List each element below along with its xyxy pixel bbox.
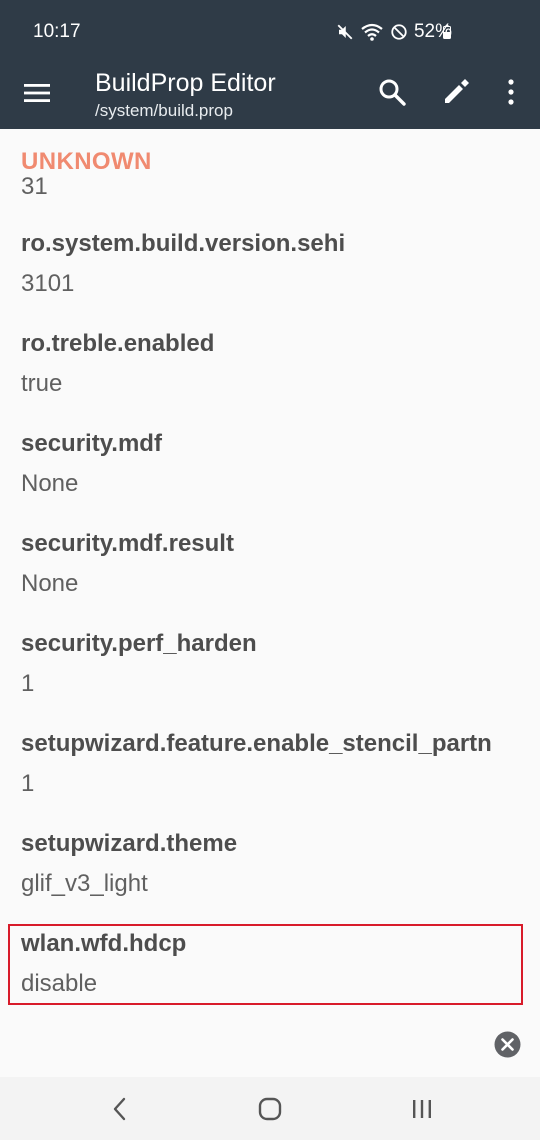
partial-prop-value: 31 <box>21 173 48 197</box>
prop-item[interactable]: setupwizard.theme glif_v3_light <box>0 829 540 921</box>
home-icon[interactable] <box>257 1096 283 1122</box>
prop-item[interactable]: security.mdf.result None <box>0 529 540 621</box>
prop-value: None <box>21 570 79 597</box>
prop-key: security.perf_harden <box>21 630 257 657</box>
edit-icon[interactable] <box>441 77 471 107</box>
close-icon[interactable] <box>494 1031 521 1058</box>
do-not-disturb-icon <box>391 24 407 40</box>
prop-value: 1 <box>21 770 35 797</box>
mute-icon <box>337 24 353 40</box>
prop-value: true <box>21 370 63 397</box>
app-title: BuildProp Editor <box>95 69 276 97</box>
prop-item[interactable]: setupwizard.feature.enable_stencil_partn… <box>0 729 540 821</box>
prop-key: setupwizard.theme <box>21 830 238 857</box>
prop-item-highlighted[interactable]: wlan.wfd.hdcp disable <box>0 929 540 1021</box>
battery-percentage: 52% <box>413 21 452 42</box>
search-icon[interactable] <box>378 78 406 106</box>
prop-key: security.mdf.result <box>21 530 234 557</box>
status-icons: 52% <box>330 20 452 44</box>
wifi-icon <box>361 23 383 41</box>
prop-value: glif_v3_light <box>21 870 148 897</box>
prop-value: disable <box>21 970 98 997</box>
prop-value: 1 <box>21 670 35 697</box>
prop-key: setupwizard.feature.enable_stencil_partn <box>21 730 492 757</box>
more-vert-icon[interactable] <box>499 78 523 106</box>
status-bar: 10:17 52% <box>0 0 540 56</box>
recents-icon[interactable] <box>409 1096 435 1122</box>
prop-key: ro.system.build.version.sehi <box>21 230 346 257</box>
app-bar: BuildProp Editor /system/build.prop <box>0 56 540 129</box>
prop-key: wlan.wfd.hdcp <box>21 930 187 957</box>
prop-value: 3101 <box>21 270 75 297</box>
navigation-bar <box>0 1077 540 1140</box>
prop-item[interactable]: security.mdf None <box>0 429 540 521</box>
prop-key: security.mdf <box>21 430 162 457</box>
menu-icon[interactable] <box>24 80 50 106</box>
prop-item[interactable]: security.perf_harden 1 <box>0 629 540 721</box>
prop-key: ro.treble.enabled <box>21 330 215 357</box>
back-icon[interactable] <box>107 1096 133 1122</box>
prop-list[interactable]: UNKNOWN 31 ro.system.build.version.sehi … <box>0 129 540 1077</box>
prop-value: None <box>21 470 79 497</box>
status-time: 10:17 <box>33 21 81 42</box>
section-header: UNKNOWN <box>21 148 152 175</box>
prop-item[interactable]: ro.system.build.version.sehi 3101 <box>0 229 540 321</box>
prop-item[interactable]: ro.treble.enabled true <box>0 329 540 421</box>
battery-icon <box>443 25 451 39</box>
app-subtitle: /system/build.prop <box>95 101 233 120</box>
